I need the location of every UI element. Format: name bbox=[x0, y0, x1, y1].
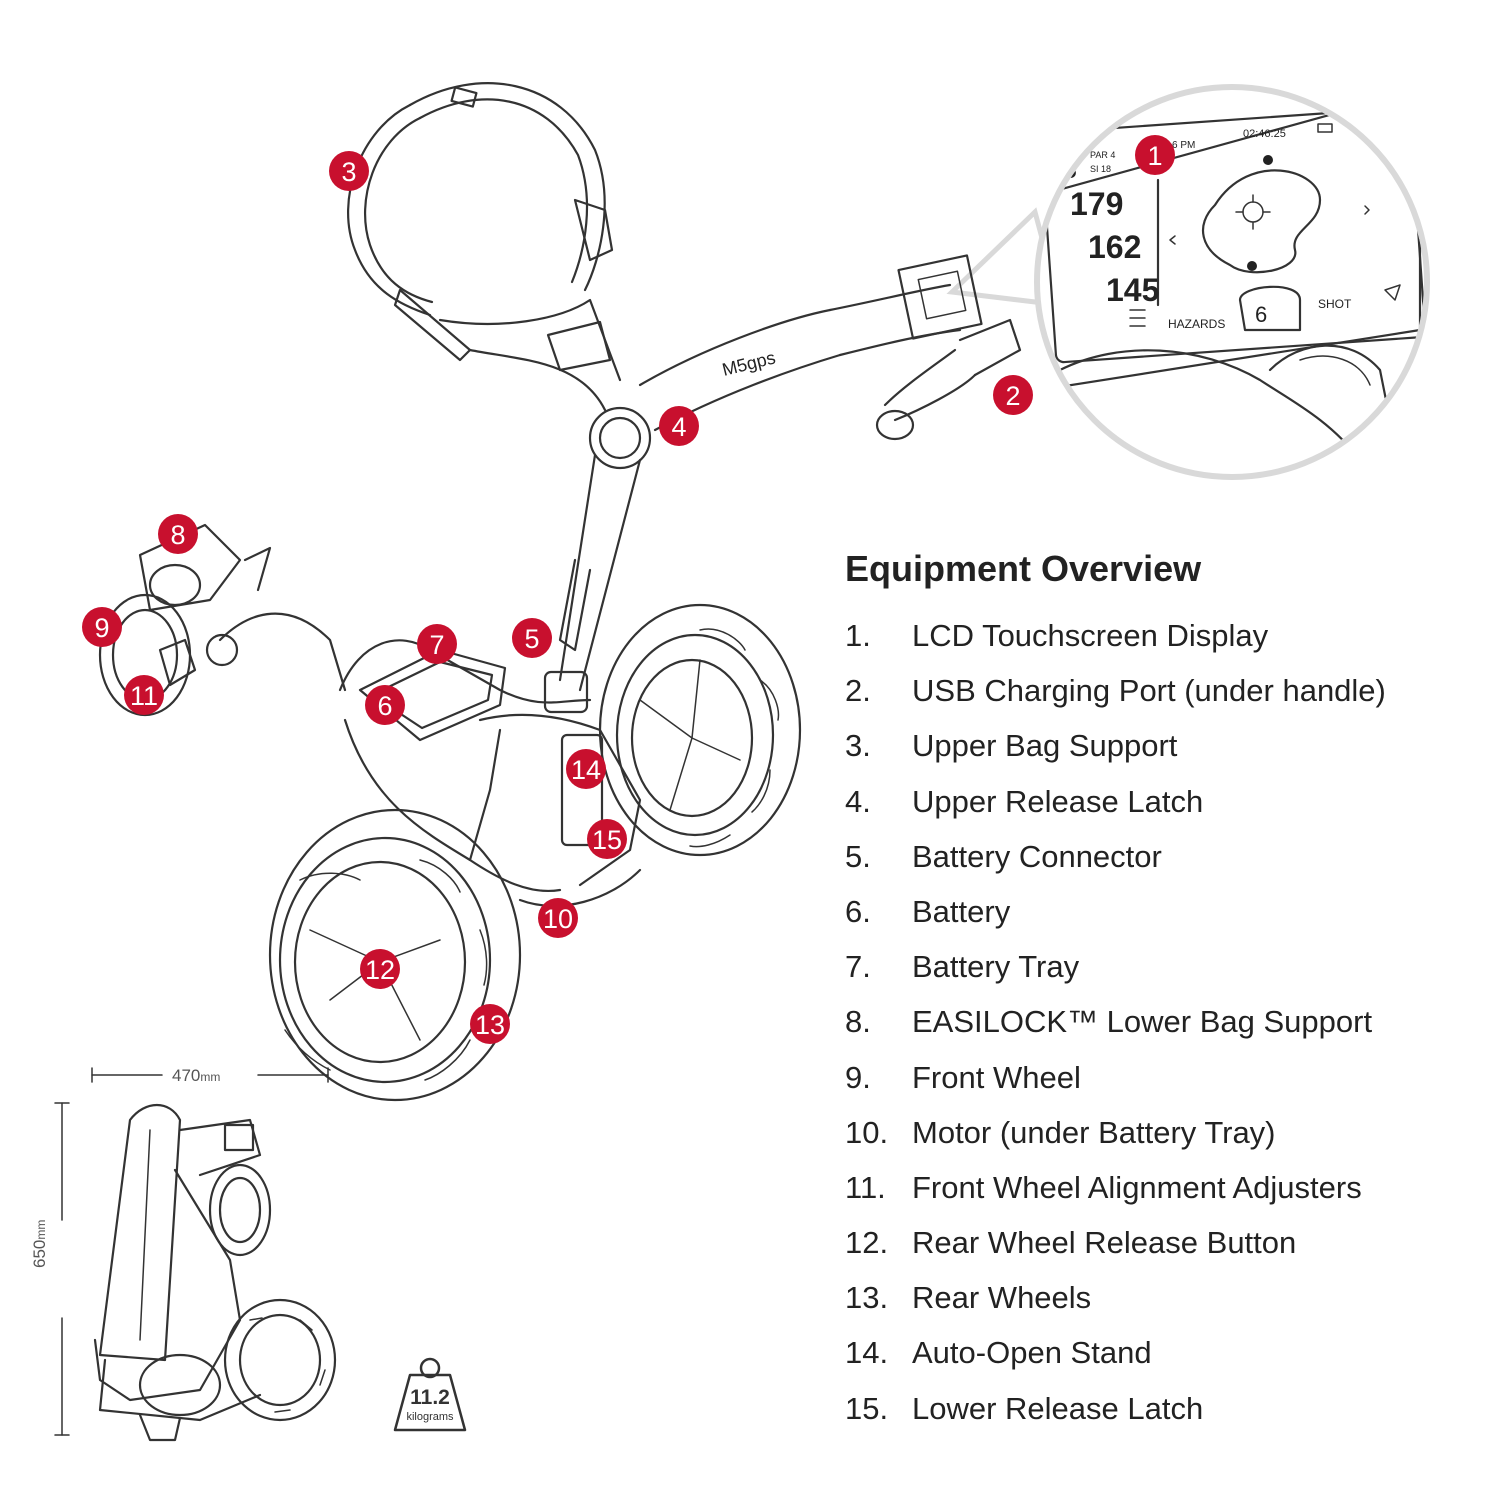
legend-item: 14.Auto-Open Stand bbox=[845, 1335, 1152, 1371]
callout-circle bbox=[360, 949, 400, 989]
legend-item: 8.EASILOCK™ Lower Bag Support bbox=[845, 1004, 1373, 1040]
callout-7: 7 bbox=[417, 624, 457, 664]
screen-distance-middle: 162 bbox=[1088, 229, 1141, 265]
legend-item: 1.LCD Touchscreen Display bbox=[845, 618, 1269, 653]
screen-hazards-label: HAZARDS bbox=[1168, 317, 1225, 331]
callout-8: 8 bbox=[158, 514, 198, 554]
callout-circle bbox=[365, 685, 405, 725]
callout-14: 14 bbox=[566, 749, 606, 789]
callout-circle bbox=[82, 607, 122, 647]
callout-circle bbox=[538, 898, 578, 938]
callout-circle bbox=[587, 819, 627, 859]
callout-3: 3 bbox=[329, 151, 369, 191]
screen-time: 6 PM bbox=[1172, 140, 1195, 151]
screen-timer: 02:46:25 bbox=[1243, 128, 1286, 140]
callout-number: 15 bbox=[592, 825, 622, 855]
legend-item: 4.Upper Release Latch bbox=[845, 783, 1204, 819]
main-column bbox=[543, 453, 642, 714]
dimension-lines bbox=[54, 1067, 329, 1436]
callout-number: 6 bbox=[377, 691, 392, 721]
callout-1: 1 bbox=[1135, 135, 1175, 175]
screen-stroke-index: SI 18 bbox=[1090, 164, 1111, 174]
callout-2: 2 bbox=[993, 375, 1033, 415]
weight-value: 11.2 bbox=[410, 1386, 450, 1409]
screen-distance-front: 145 bbox=[1106, 272, 1159, 308]
upper-bag-support bbox=[347, 82, 614, 362]
legend-item: 10.Motor (under Battery Tray) bbox=[845, 1114, 1276, 1150]
screen-shot-label: SHOT bbox=[1318, 297, 1352, 311]
callout-number: 1 bbox=[1147, 141, 1162, 171]
legend-item: 2.USB Charging Port (under handle) bbox=[845, 673, 1386, 709]
callout-circle bbox=[1135, 135, 1175, 175]
callout-number: 2 bbox=[1005, 381, 1020, 411]
weight-unit: kilograms bbox=[406, 1411, 454, 1423]
legend-item: 12.Rear Wheel Release Button bbox=[845, 1225, 1297, 1261]
callout-number: 13 bbox=[475, 1010, 505, 1040]
width-dimension: 470mm bbox=[172, 1066, 221, 1085]
legend-item: 11.Front Wheel Alignment Adjusters bbox=[845, 1169, 1362, 1205]
callout-5: 5 bbox=[512, 618, 552, 658]
callout-circle bbox=[470, 1004, 510, 1044]
legend-item: 13.Rear Wheels bbox=[845, 1280, 1092, 1316]
callout-number: 4 bbox=[671, 412, 686, 442]
legend-title: Equipment Overview bbox=[845, 548, 1202, 589]
folded-trolley bbox=[93, 1104, 337, 1442]
callout-15: 15 bbox=[587, 819, 627, 859]
screen-distance-back: 179 bbox=[1070, 186, 1123, 222]
legend-item: 3.Upper Bag Support bbox=[845, 728, 1178, 764]
height-dimension: 650mm bbox=[30, 1219, 49, 1268]
callout-12: 12 bbox=[360, 949, 400, 989]
callout-number: 5 bbox=[524, 624, 539, 654]
screen-shot-count: 6 bbox=[1255, 302, 1267, 327]
callout-circle bbox=[659, 406, 699, 446]
callout-number: 3 bbox=[341, 157, 356, 187]
weight-icon bbox=[393, 1357, 467, 1432]
front-assembly bbox=[98, 523, 347, 717]
screen-par: PAR 4 bbox=[1090, 150, 1115, 160]
callout-circle bbox=[124, 675, 164, 715]
callout-circle bbox=[993, 375, 1033, 415]
callout-circle bbox=[329, 151, 369, 191]
callout-number: 11 bbox=[130, 681, 158, 711]
legend-item: 5.Battery Connector bbox=[845, 838, 1162, 874]
callout-circle bbox=[566, 749, 606, 789]
callout-4: 4 bbox=[659, 406, 699, 446]
callout-number: 12 bbox=[365, 955, 395, 985]
legend-item: 7.Battery Tray bbox=[845, 949, 1080, 985]
magnifier: 15 PAR 4 SI 18 6 PM 02:46:25 179 162 145… bbox=[1034, 84, 1430, 480]
callout-number: 10 bbox=[543, 904, 573, 934]
callout-circle bbox=[158, 514, 198, 554]
legend-item: 9.Front Wheel bbox=[845, 1059, 1081, 1095]
callout-number: 9 bbox=[94, 613, 109, 643]
callout-number: 14 bbox=[571, 755, 601, 785]
rear-wheel-left bbox=[268, 808, 522, 1102]
callout-11: 11 bbox=[124, 675, 164, 715]
legend-list: 1.LCD Touchscreen Display 2.USB Charging… bbox=[845, 616, 1485, 1444]
callout-number: 7 bbox=[429, 630, 444, 660]
rear-wheel-right bbox=[598, 603, 802, 857]
upper-frame bbox=[438, 298, 652, 470]
callout-13: 13 bbox=[470, 1004, 510, 1044]
callout-circle bbox=[417, 624, 457, 664]
legend-item: 15.Lower Release Latch bbox=[845, 1390, 1204, 1426]
weight-badge: 11.2 kilograms bbox=[395, 1358, 465, 1438]
equipment-legend: Equipment Overview 1.LCD Touchscreen Dis… bbox=[845, 548, 1485, 1444]
legend-item: 6.Battery bbox=[845, 893, 1011, 929]
callout-6: 6 bbox=[365, 685, 405, 725]
callout-9: 9 bbox=[82, 607, 122, 647]
callout-number: 8 bbox=[170, 520, 185, 550]
callout-10: 10 bbox=[538, 898, 578, 938]
product-label: M5gps bbox=[720, 347, 777, 379]
callout-circle bbox=[512, 618, 552, 658]
